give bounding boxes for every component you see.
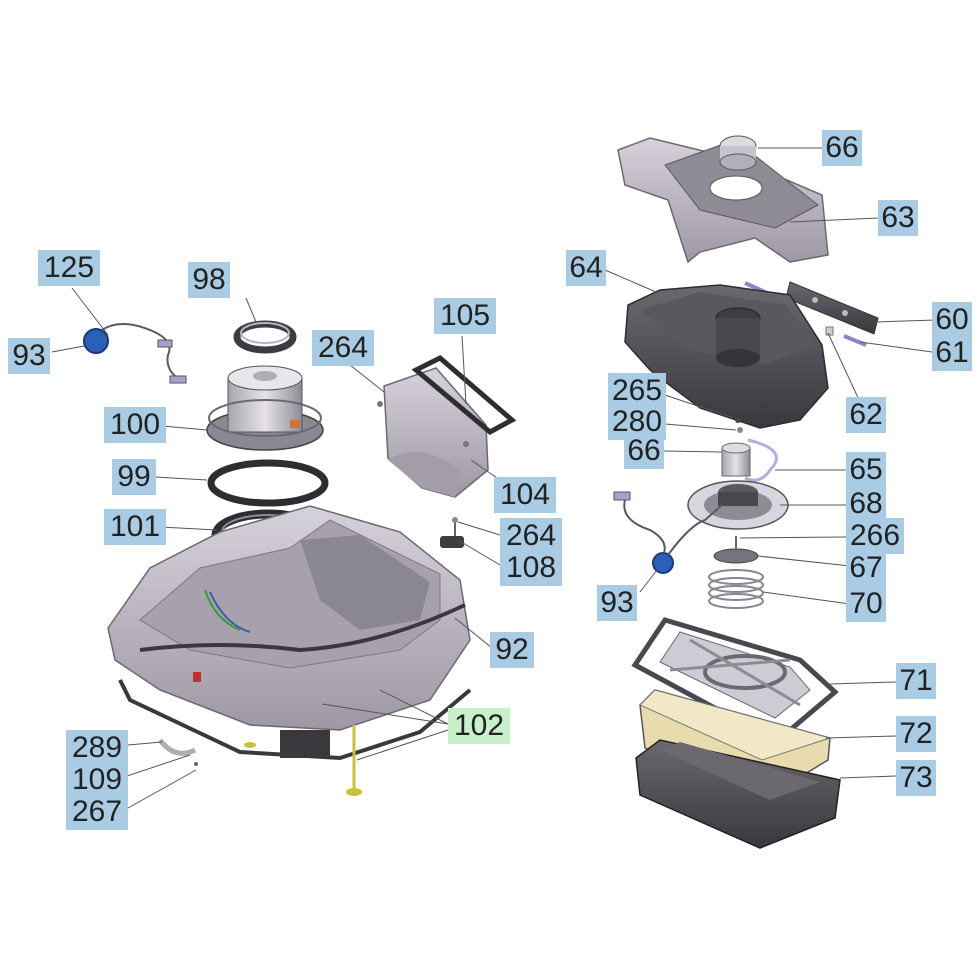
filter-tray-73 xyxy=(635,739,841,849)
label-73: 73 xyxy=(896,760,936,796)
spring-70 xyxy=(708,569,764,609)
cable-connector-93-right xyxy=(613,491,723,574)
label-109: 109 xyxy=(66,762,128,798)
ring-98 xyxy=(233,320,297,354)
label-62: 62 xyxy=(846,397,886,433)
float-assembly-66 xyxy=(721,417,778,482)
clamp-289 xyxy=(158,738,198,766)
label-64: 64 xyxy=(566,250,606,286)
side-cover-264 xyxy=(377,367,489,498)
label-104: 104 xyxy=(494,477,556,513)
label-125: 125 xyxy=(38,250,100,286)
label-92: 92 xyxy=(490,632,534,668)
label-289: 289 xyxy=(66,730,128,766)
label-265: 265 xyxy=(608,373,666,409)
label-266: 266 xyxy=(846,518,904,554)
cable-connector-93-left xyxy=(83,323,187,384)
label-264: 264 xyxy=(312,330,374,366)
base-housing xyxy=(107,505,472,761)
label-100: 100 xyxy=(104,407,166,443)
seal-frame-105 xyxy=(411,355,517,436)
housing-top-64 xyxy=(624,284,829,429)
gasket-99 xyxy=(207,459,329,507)
label-66: 66 xyxy=(624,433,664,469)
motor-100 xyxy=(206,365,324,451)
label-101: 101 xyxy=(104,509,166,545)
label-60: 60 xyxy=(932,302,972,338)
valve-disc-67 xyxy=(713,536,759,564)
label-61: 61 xyxy=(932,335,972,371)
label-267: 267 xyxy=(66,794,128,830)
leader-lines xyxy=(51,147,937,809)
label-68: 68 xyxy=(846,486,886,522)
label-63: 63 xyxy=(878,200,918,236)
label-108: 108 xyxy=(500,550,562,586)
label-105: 105 xyxy=(434,298,496,334)
filter-cover-63 xyxy=(617,135,829,264)
label-93: 93 xyxy=(8,338,50,374)
disc-filter-68 xyxy=(687,480,789,530)
label-71: 71 xyxy=(896,663,936,699)
label-93: 93 xyxy=(597,585,637,621)
label-98: 98 xyxy=(188,262,230,298)
label-264: 264 xyxy=(500,518,562,554)
label-99: 99 xyxy=(112,459,156,495)
label-102: 102 xyxy=(448,708,510,744)
label-70: 70 xyxy=(846,586,886,622)
bracket-60 xyxy=(785,281,879,335)
label-66: 66 xyxy=(822,130,862,166)
clip-108 xyxy=(440,517,464,548)
label-65: 65 xyxy=(846,452,886,488)
label-72: 72 xyxy=(896,716,936,752)
label-67: 67 xyxy=(846,550,886,586)
screws-102 xyxy=(244,725,362,796)
